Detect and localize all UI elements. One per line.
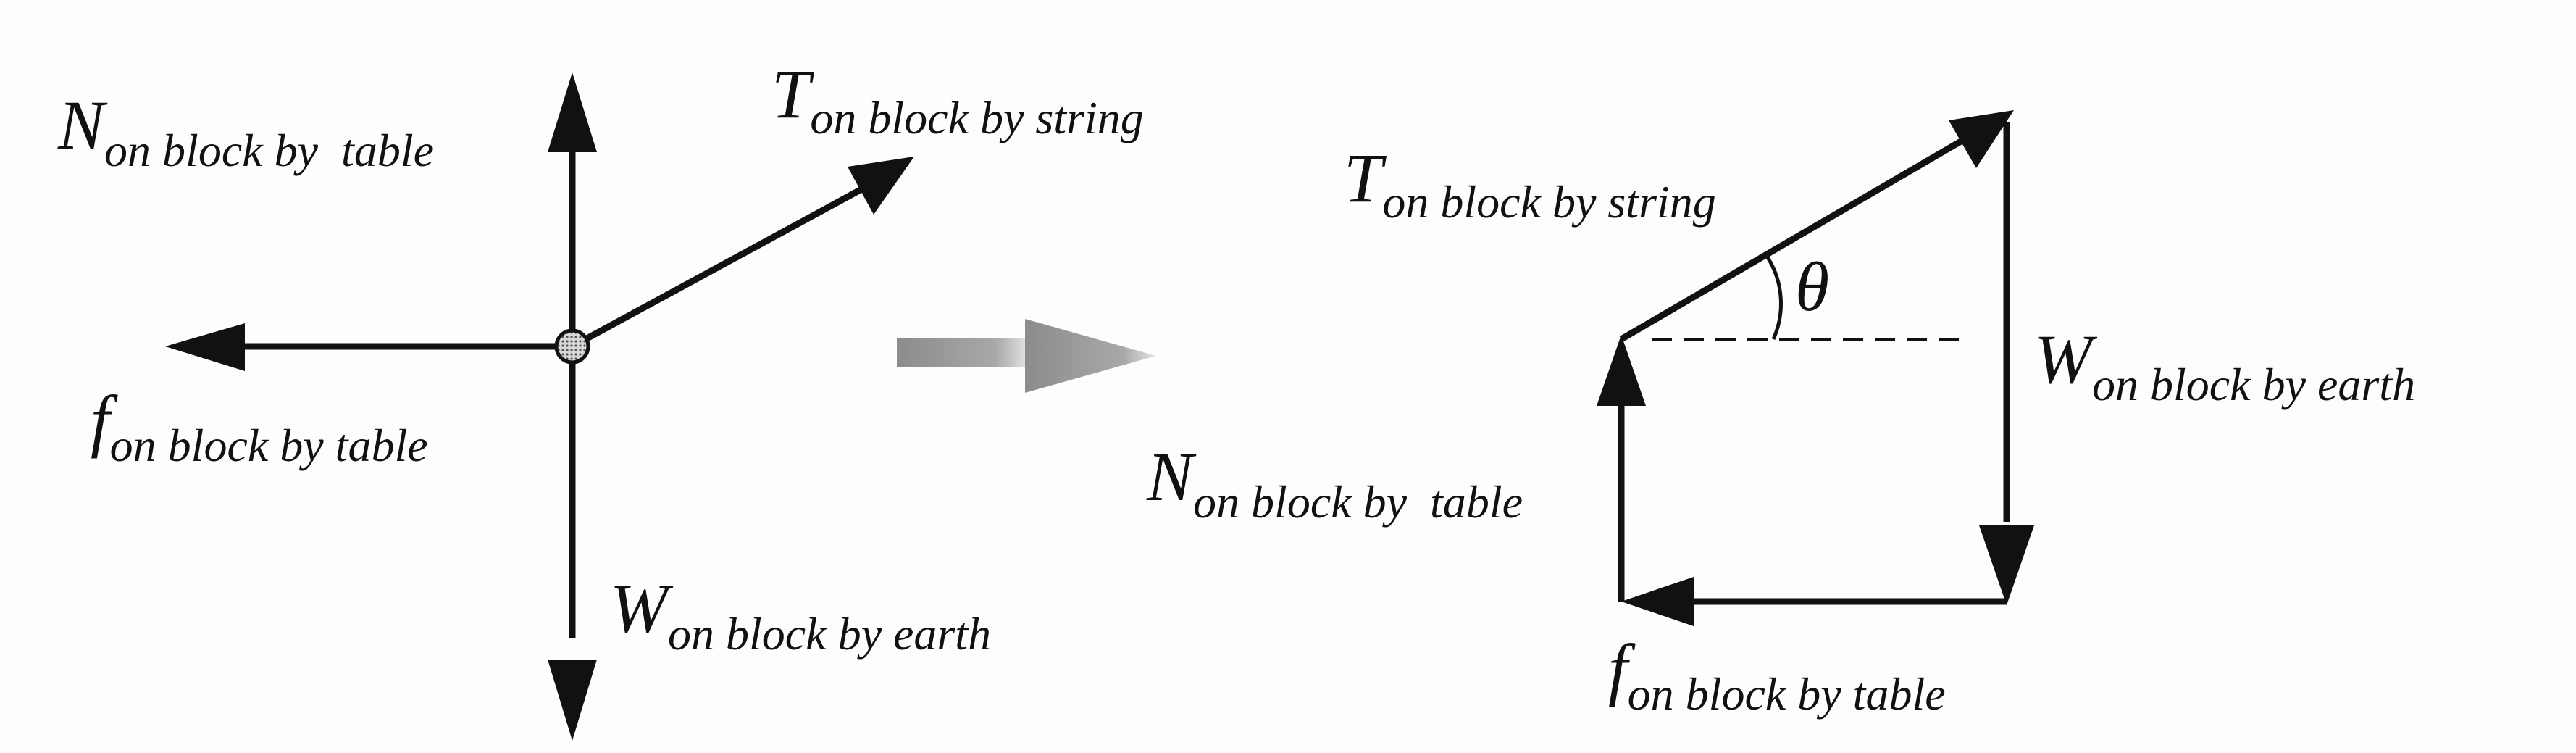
sum-normal-label: Non block by table	[1146, 438, 1523, 528]
sum-theta-label: θ	[1795, 248, 1829, 325]
fbd-friction-label: fon block by table	[91, 381, 428, 471]
sum-tension-label: Ton block by string	[1344, 139, 1716, 228]
vector-sum-diagram: Ton block by string θ Won block by earth…	[1146, 110, 2415, 720]
sum-tension-arrowhead	[1949, 110, 2014, 168]
sum-normal-arrowhead	[1597, 335, 1646, 406]
free-body-diagram: Non block by table Ton block by string f…	[57, 55, 1144, 741]
weight-arrowhead	[548, 660, 597, 741]
friction-arrowhead	[165, 323, 245, 371]
fbd-tension-label: Ton block by string	[771, 55, 1144, 143]
sum-weight-arrowhead	[1979, 525, 2034, 605]
tension-arrowhead	[848, 157, 914, 215]
fbd-weight-label: Won block by earth	[610, 570, 991, 660]
sum-friction-arrowhead	[1621, 577, 1694, 626]
sum-friction-label: fon block by table	[1608, 630, 1946, 720]
fbd-normal-label: Non block by table	[57, 86, 434, 176]
theta-arc	[1765, 256, 1783, 341]
normal-force-arrowhead	[548, 72, 597, 152]
block-dot-icon	[554, 328, 590, 365]
sum-weight-label: Won block by earth	[2034, 320, 2415, 410]
tension-force-line	[570, 184, 868, 349]
transition-arrow-icon	[897, 319, 1156, 393]
sum-tension-line	[1619, 136, 1967, 342]
